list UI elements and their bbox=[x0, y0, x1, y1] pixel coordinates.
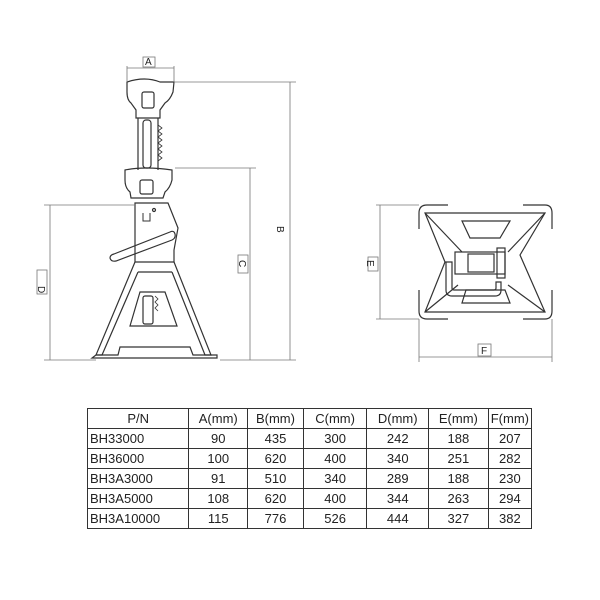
side-view-dimensions bbox=[36, 56, 296, 361]
header-b: B(mm) bbox=[247, 408, 304, 429]
cell-b: 620 bbox=[247, 488, 304, 509]
cell-e: 263 bbox=[428, 488, 489, 509]
cell-d: 444 bbox=[366, 508, 430, 529]
jack-stand-top-view bbox=[418, 204, 553, 320]
cell-d: 340 bbox=[366, 448, 430, 469]
header-e: E(mm) bbox=[428, 408, 489, 429]
header-f: F(mm) bbox=[487, 408, 533, 429]
dim-label-c: C bbox=[236, 260, 247, 267]
dim-label-e: E bbox=[364, 260, 375, 267]
dim-label-f: F bbox=[481, 346, 487, 357]
cell-b: 620 bbox=[247, 448, 304, 469]
header-a: A(mm) bbox=[188, 408, 249, 429]
top-view-dimensions bbox=[367, 204, 553, 362]
dim-label-d: D bbox=[35, 286, 46, 293]
cell-pn: BH3A3000 bbox=[86, 468, 190, 489]
table-header-row: P/N A(mm) B(mm) C(mm) D(mm) E(mm) F(mm) bbox=[86, 408, 533, 429]
table-row: BH3A5000 108 620 400 344 263 294 bbox=[86, 488, 533, 509]
table-row: BH3A3000 91 510 340 289 188 230 bbox=[86, 468, 533, 489]
cell-a: 115 bbox=[188, 508, 249, 529]
table-row: BH3A10000 115 776 526 444 327 382 bbox=[86, 508, 533, 529]
cell-e: 188 bbox=[428, 428, 489, 449]
cell-d: 242 bbox=[366, 428, 430, 449]
header-pn: P/N bbox=[86, 408, 190, 429]
header-d: D(mm) bbox=[366, 408, 430, 429]
cell-e: 251 bbox=[428, 448, 489, 469]
cell-e: 188 bbox=[428, 468, 489, 489]
cell-b: 510 bbox=[247, 468, 304, 489]
cell-pn: BH33000 bbox=[86, 428, 190, 449]
cell-f: 382 bbox=[487, 508, 533, 529]
cell-b: 776 bbox=[247, 508, 304, 529]
cell-b: 435 bbox=[247, 428, 304, 449]
cell-pn: BH3A5000 bbox=[86, 488, 190, 509]
cell-c: 526 bbox=[302, 508, 368, 529]
cell-d: 289 bbox=[366, 468, 430, 489]
spec-table: P/N A(mm) B(mm) C(mm) D(mm) E(mm) F(mm) … bbox=[86, 408, 533, 529]
dim-label-a: A bbox=[145, 57, 152, 68]
cell-f: 207 bbox=[487, 428, 533, 449]
cell-a: 90 bbox=[188, 428, 249, 449]
cell-d: 344 bbox=[366, 488, 430, 509]
cell-a: 100 bbox=[188, 448, 249, 469]
cell-f: 230 bbox=[487, 468, 533, 489]
table-row: BH33000 90 435 300 242 188 207 bbox=[86, 428, 533, 449]
cell-c: 340 bbox=[302, 468, 368, 489]
cell-e: 327 bbox=[428, 508, 489, 529]
cell-a: 108 bbox=[188, 488, 249, 509]
cell-c: 400 bbox=[302, 448, 368, 469]
dim-label-b: B bbox=[274, 226, 285, 233]
cell-a: 91 bbox=[188, 468, 249, 489]
jack-stand-side-view bbox=[90, 78, 218, 359]
cell-c: 300 bbox=[302, 428, 368, 449]
cell-f: 294 bbox=[487, 488, 533, 509]
table-row: BH36000 100 620 400 340 251 282 bbox=[86, 448, 533, 469]
cell-f: 282 bbox=[487, 448, 533, 469]
technical-drawing: A B C D E F bbox=[35, 56, 553, 362]
header-c: C(mm) bbox=[302, 408, 368, 429]
cell-pn: BH3A10000 bbox=[86, 508, 190, 529]
cell-pn: BH36000 bbox=[86, 448, 190, 469]
cell-c: 400 bbox=[302, 488, 368, 509]
